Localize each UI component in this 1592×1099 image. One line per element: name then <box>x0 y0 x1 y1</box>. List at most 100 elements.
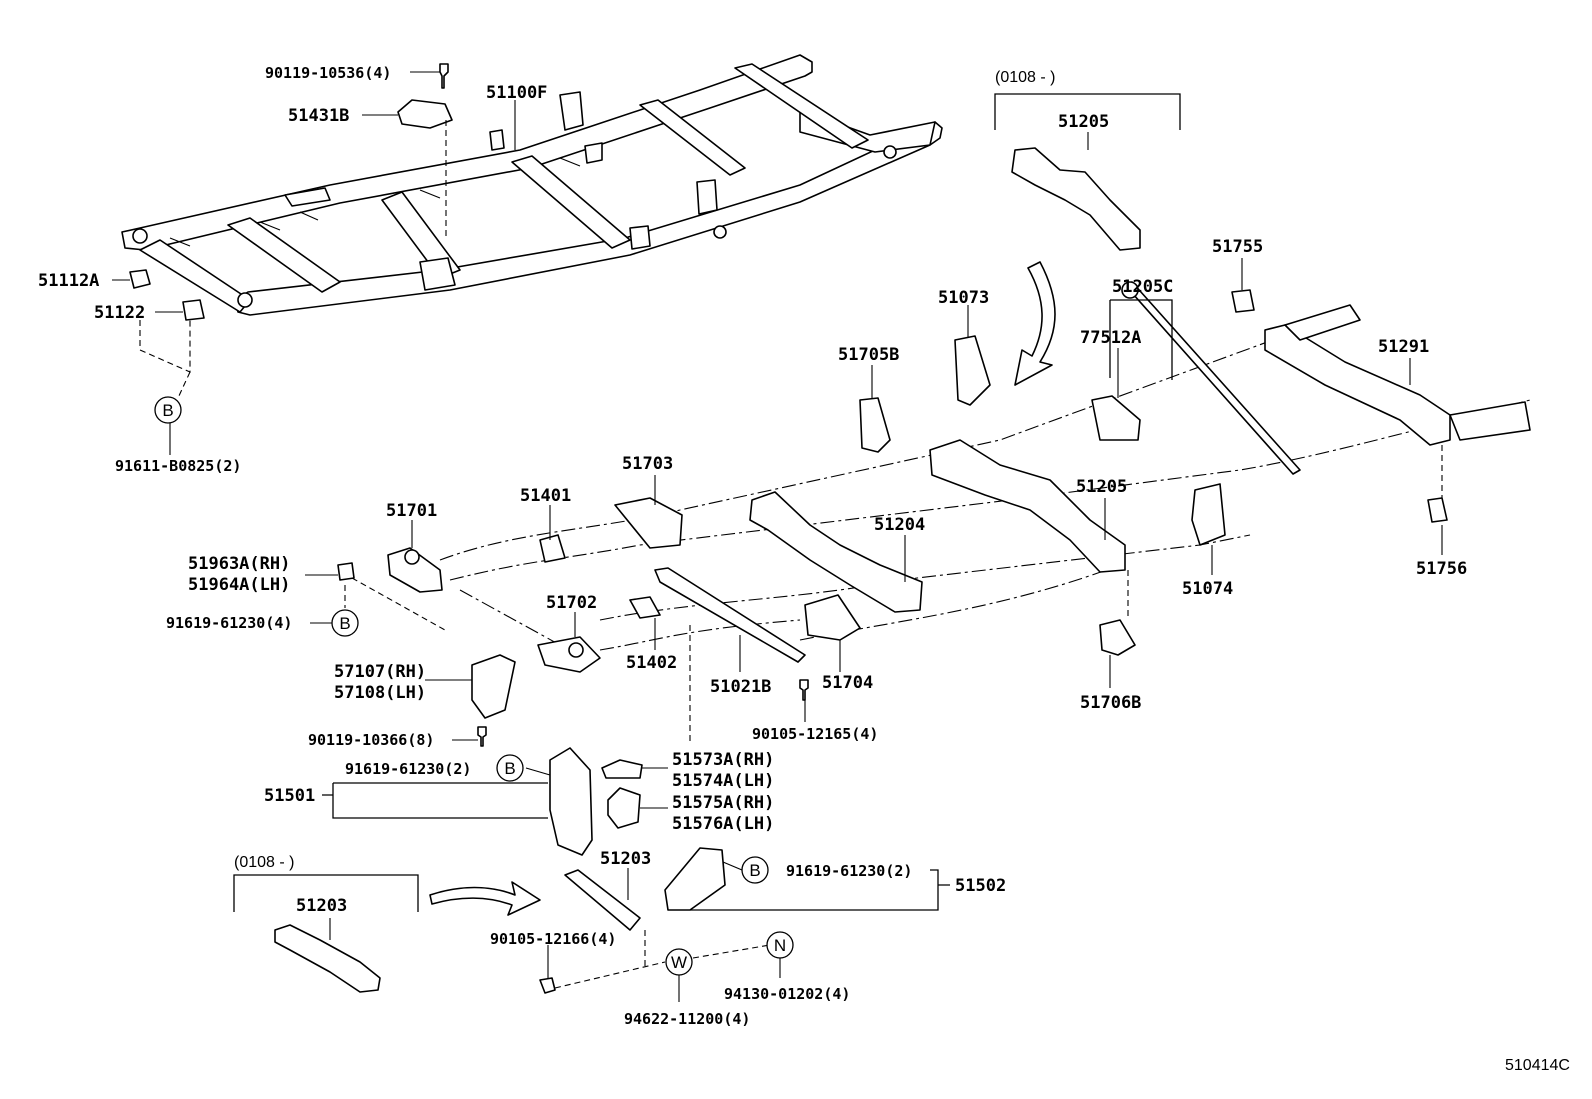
label-51112a: 51112A <box>38 271 99 291</box>
crossmember-51291-icon <box>1264 324 1451 446</box>
frame-assembly-illustration <box>121 54 943 316</box>
plate-51575a-icon <box>607 787 641 829</box>
crossmember-51205-mid-icon <box>929 439 1126 573</box>
label-77512a: 77512A <box>1080 328 1141 348</box>
label-51755: 51755 <box>1212 237 1263 257</box>
bracket-51074-icon <box>1191 483 1226 546</box>
label-51702: 51702 <box>546 593 597 613</box>
label-51573a: 51573A(RH) <box>672 750 774 770</box>
label-57107: 57107(RH) <box>334 662 426 682</box>
cushion-51122-icon <box>182 299 205 321</box>
ref-circle-w: W <box>665 948 693 976</box>
label-90119-10536: 90119-10536(4) <box>265 64 391 82</box>
label-51756: 51756 <box>1416 559 1467 579</box>
label-51963a: 51963A(RH) <box>188 554 290 574</box>
bracket-51501-icon <box>549 747 593 856</box>
label-51074: 51074 <box>1182 579 1233 599</box>
bracket-51502-icon <box>664 847 726 911</box>
cushion-51706b-icon <box>1099 619 1136 656</box>
svg-text:B: B <box>749 861 760 880</box>
label-90105-12166: 90105-12166(4) <box>490 930 616 948</box>
label-51576a: 51576A(LH) <box>672 814 774 834</box>
date-note-bottom: (0108 - ) <box>234 854 294 871</box>
bolt-90105-12166-icon <box>539 977 556 994</box>
bracket-51703-icon <box>614 497 683 549</box>
label-51073: 51073 <box>938 288 989 308</box>
ref-circle-n: N <box>766 931 794 959</box>
label-94622-11200: 94622-11200(4) <box>624 1010 750 1028</box>
diagram-code: 510414C <box>1505 1057 1570 1074</box>
bracket-51704-icon <box>804 594 861 641</box>
arrow-right-icon <box>429 881 541 916</box>
label-91611-b0825: 91611-B0825(2) <box>115 457 241 475</box>
label-51205-mid: 51205 <box>1076 477 1127 497</box>
label-51100f: 51100F <box>486 83 547 103</box>
label-90119-10366: 90119-10366(8) <box>308 731 434 749</box>
plate-51573a-icon <box>601 759 643 779</box>
ref-circle-b3: B <box>496 754 524 782</box>
label-51205c: 51205C <box>1112 277 1173 297</box>
date-note-top: (0108 - ) <box>995 69 1055 86</box>
label-51021b: 51021B <box>710 677 771 697</box>
cushion-51705b-icon <box>859 397 891 453</box>
label-51431b: 51431B <box>288 106 349 126</box>
label-51401: 51401 <box>520 486 571 506</box>
label-51705b: 51705B <box>838 345 899 365</box>
label-51706b: 51706B <box>1080 693 1141 713</box>
label-51704: 51704 <box>822 673 873 693</box>
rod-51205c-icon <box>1124 281 1301 475</box>
crossmember-51204-icon <box>749 491 923 613</box>
bolt-icon <box>439 63 449 89</box>
label-51964a: 51964A(LH) <box>188 575 290 595</box>
bracket-51756-icon <box>1427 497 1448 523</box>
label-51575a: 51575A(RH) <box>672 793 774 813</box>
crossmember-51205-top-icon <box>1011 147 1141 251</box>
label-51701: 51701 <box>386 501 437 521</box>
ref-circle-b1: B <box>154 396 182 424</box>
label-51205-top: 51205 <box>1058 112 1109 132</box>
label-91619-61230-c: 91619-61230(2) <box>786 862 912 880</box>
label-91619-61230-a: 91619-61230(4) <box>166 614 292 632</box>
bracket-51431b-icon <box>397 99 453 129</box>
label-51204: 51204 <box>874 515 925 535</box>
label-57108: 57108(LH) <box>334 683 426 703</box>
label-51402: 51402 <box>626 653 677 673</box>
label-51574a: 51574A(LH) <box>672 771 774 791</box>
label-51501: 51501 <box>264 786 315 806</box>
label-90105-12165: 90105-12165(4) <box>752 725 878 743</box>
crossmember-51203-bottom-icon <box>274 924 381 993</box>
plate-51963a-icon <box>337 562 355 581</box>
svg-text:W: W <box>671 953 687 972</box>
bracket-77512a-icon <box>1091 395 1141 441</box>
ref-circle-b4: B <box>741 856 769 884</box>
bolt-90105-icon <box>799 679 809 701</box>
bracket-51755-icon <box>1231 289 1255 313</box>
label-51291: 51291 <box>1378 337 1429 357</box>
bolt-90119-10366-icon <box>477 726 487 747</box>
svg-text:B: B <box>339 614 350 633</box>
svg-text:N: N <box>774 936 786 955</box>
arrow-icon <box>1014 261 1056 386</box>
bracket-51401-icon <box>539 534 566 563</box>
svg-text:B: B <box>504 759 515 778</box>
bar-51203-mid-icon <box>564 869 641 931</box>
bracket-51073-icon <box>954 335 991 406</box>
rear-rail-top <box>1284 304 1361 341</box>
cushion-51112a-icon <box>129 269 151 289</box>
bracket-51702-icon <box>537 636 601 673</box>
label-51203-bottom: 51203 <box>296 896 347 916</box>
rod-51021b-icon <box>654 567 806 663</box>
label-94130-01202: 94130-01202(4) <box>724 985 850 1003</box>
label-51703: 51703 <box>622 454 673 474</box>
ref-circle-b2: B <box>331 609 359 637</box>
svg-text:B: B <box>162 401 173 420</box>
bracket-57107-icon <box>471 654 516 719</box>
label-51502: 51502 <box>955 876 1006 896</box>
rear-rail-end <box>1449 401 1531 441</box>
label-91619-61230-b: 91619-61230(2) <box>345 760 471 778</box>
label-51122: 51122 <box>94 303 145 323</box>
bracket-51402-icon <box>629 596 661 619</box>
label-51203-mid: 51203 <box>600 849 651 869</box>
bracket-51701-icon <box>387 547 443 593</box>
